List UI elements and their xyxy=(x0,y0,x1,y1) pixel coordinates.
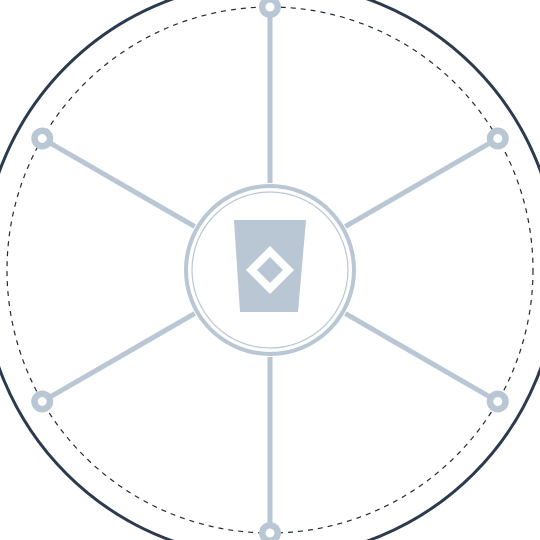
node-center-dot xyxy=(265,2,275,12)
node-center-dot xyxy=(265,528,275,538)
central-hub xyxy=(184,184,356,356)
node-center-dot xyxy=(37,134,47,143)
outer-nodes xyxy=(31,0,509,540)
spoke-line xyxy=(344,140,493,229)
diamond-inner xyxy=(257,257,283,283)
spoke-line xyxy=(47,311,196,400)
node-center-dot xyxy=(493,397,503,406)
hub-inner-ring xyxy=(191,191,349,349)
cup-diamond-icon xyxy=(234,220,306,312)
node-center-dot xyxy=(493,134,503,143)
spokes xyxy=(47,15,493,525)
node-center-dot xyxy=(37,397,47,406)
spoke-line xyxy=(344,311,493,400)
spoke-line xyxy=(47,140,196,229)
